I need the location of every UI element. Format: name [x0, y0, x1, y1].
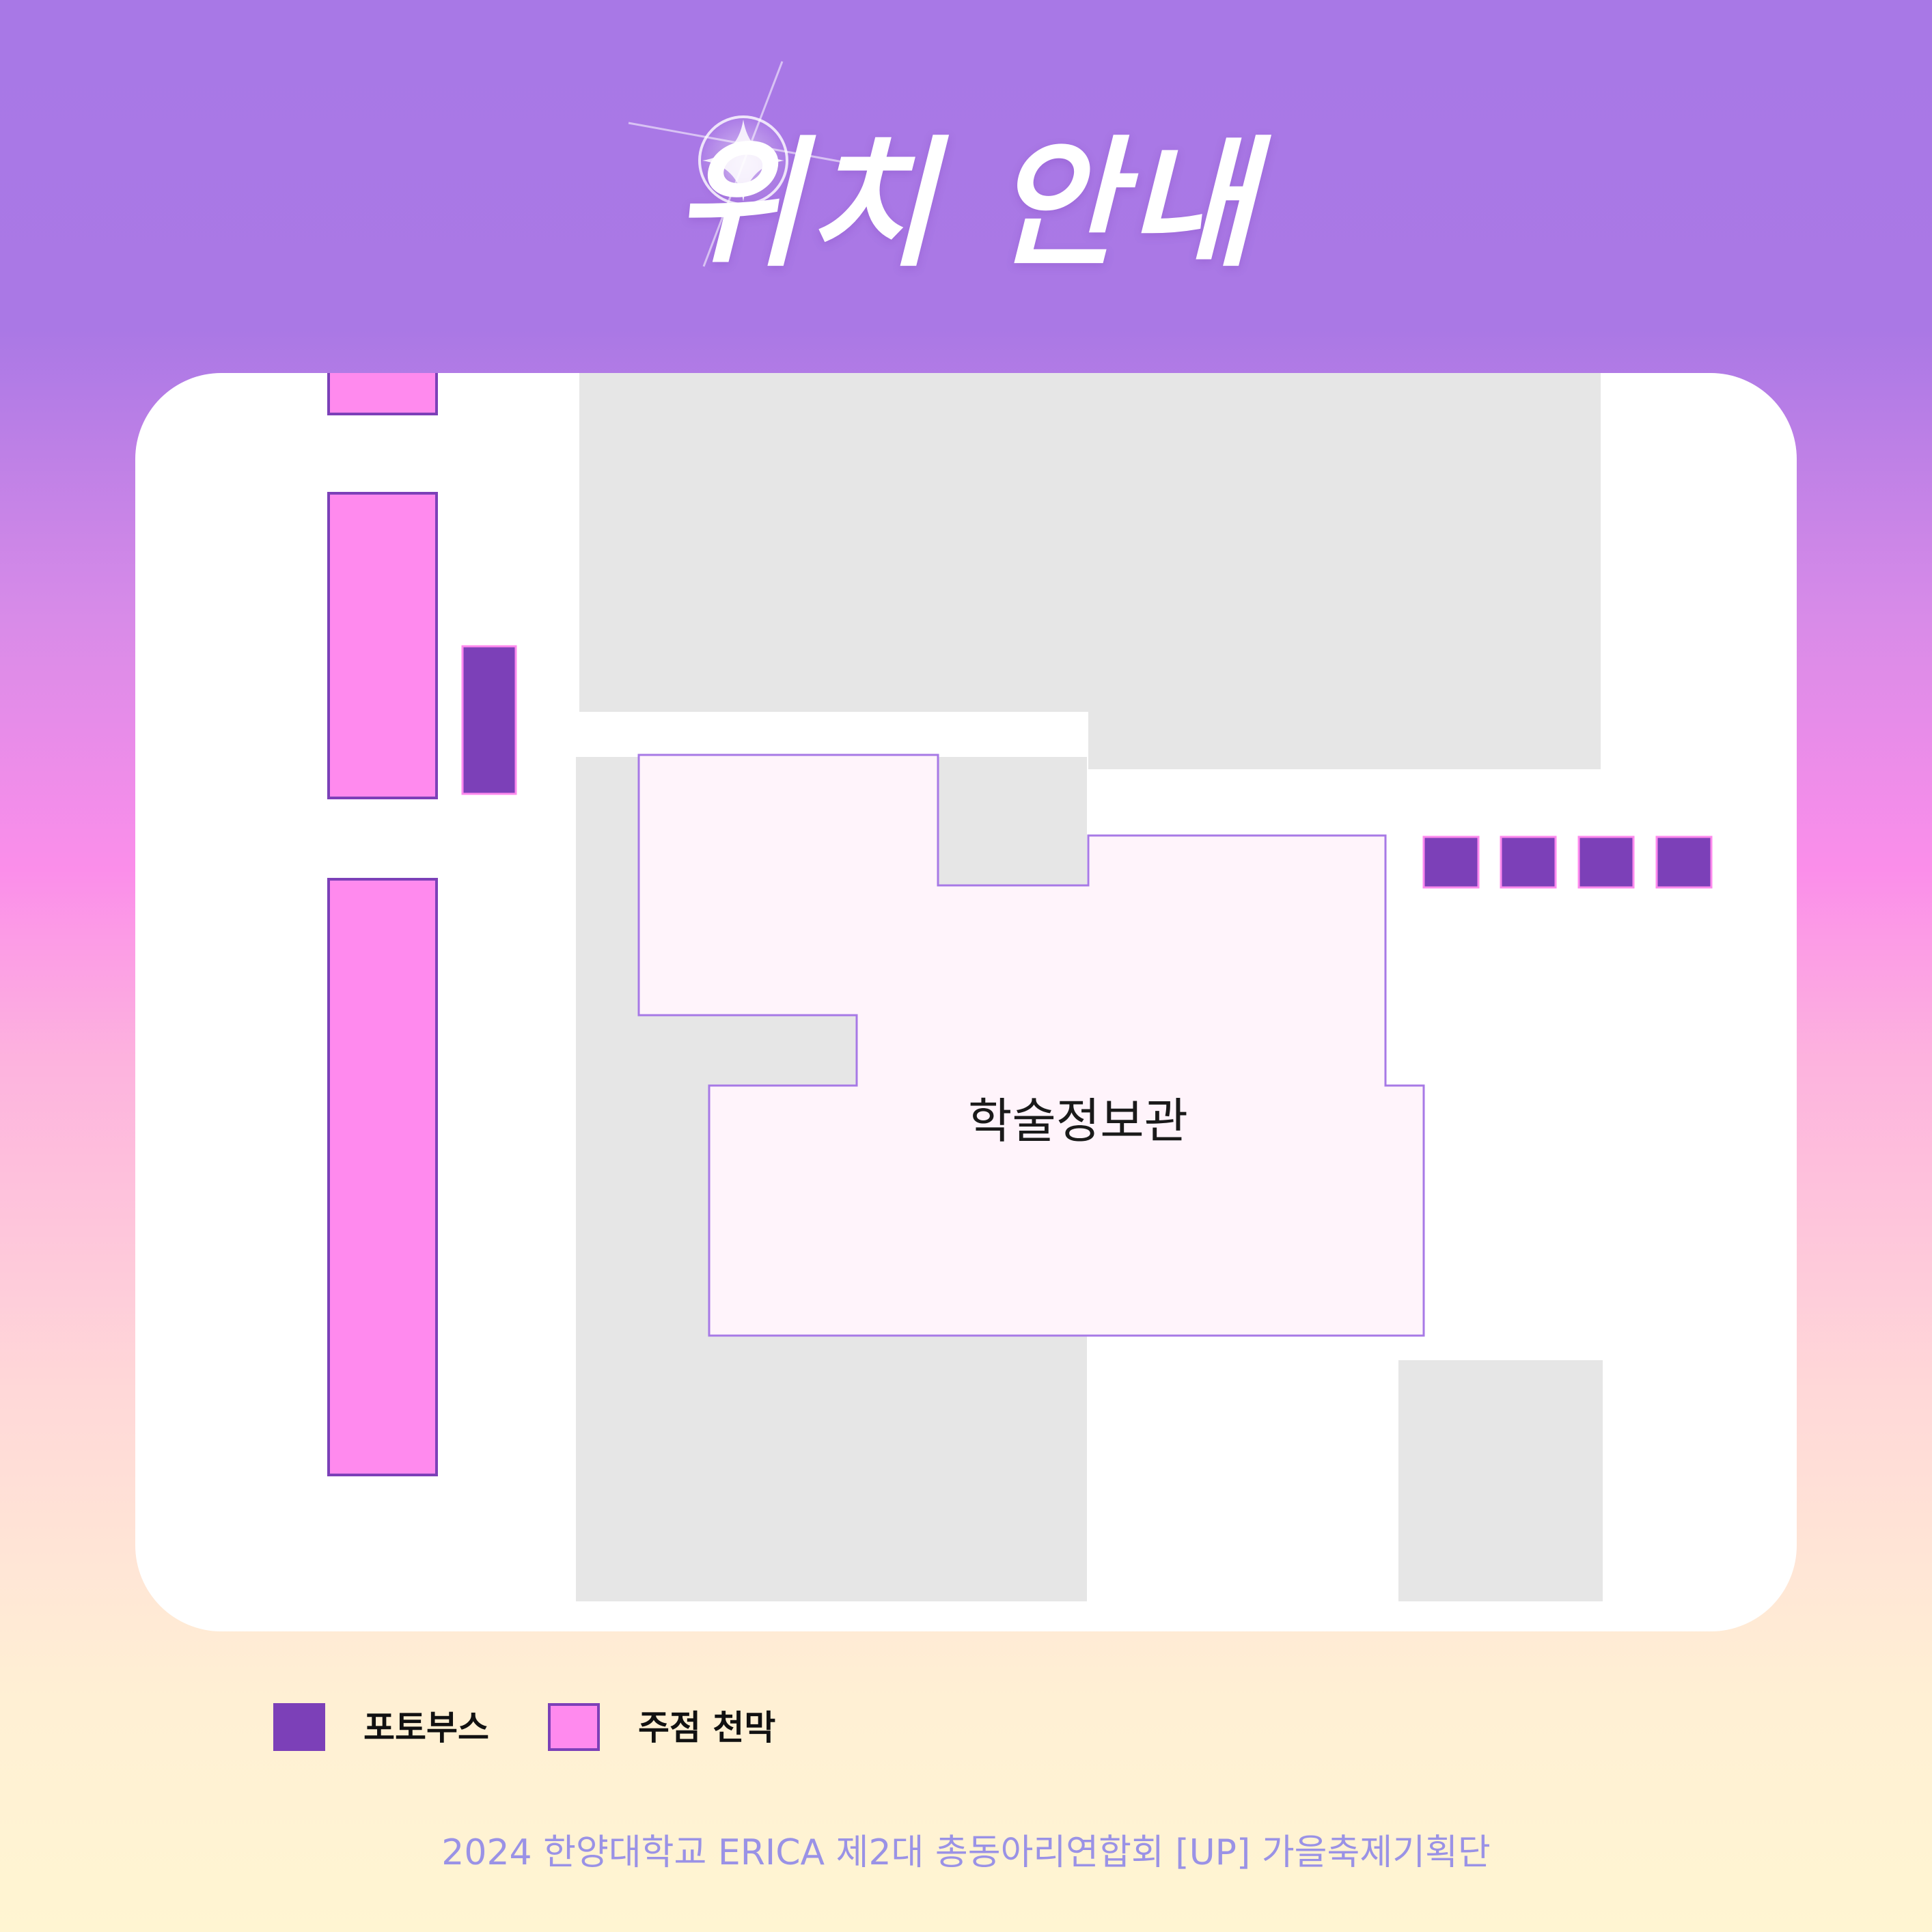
tent-top [327, 373, 438, 415]
block-top-right [1088, 712, 1601, 769]
tent-bottom [327, 878, 438, 1476]
photo-booth [1500, 836, 1557, 889]
footer-credit: 2024 한양대학교 ERICA 제2대 총동아리연합회 [UP] 가을축제기획… [441, 1832, 1491, 1873]
page-title: 위치 안내 [674, 124, 1258, 286]
photo-booth [1422, 836, 1480, 889]
building-label: 학술정보관 [968, 1093, 1188, 1149]
legend-photo-booth-label: 포토부스 [363, 1708, 489, 1748]
legend-photo-booth-swatch [273, 1703, 325, 1751]
legend-tent-swatch [548, 1703, 600, 1751]
library-building [637, 754, 1425, 1337]
block-top [579, 373, 1601, 712]
legend-tent-label: 주점 천막 [638, 1708, 776, 1748]
photo-booth [1577, 836, 1635, 889]
photo-booth [461, 645, 517, 795]
photo-booth [1655, 836, 1713, 889]
block-bottom-right [1398, 1360, 1603, 1601]
tent-middle [327, 492, 438, 799]
sparkle-icon [628, 61, 855, 267]
location-map: 학술정보관 [135, 373, 1797, 1631]
